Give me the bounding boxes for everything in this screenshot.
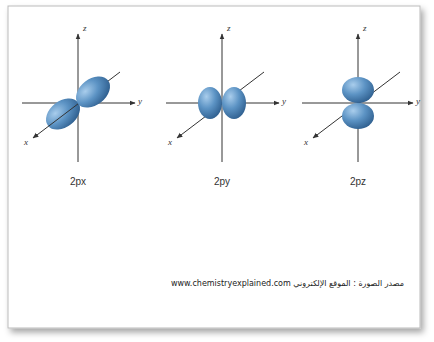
orbital-name: 2pz xyxy=(350,176,366,187)
py-panel xyxy=(166,34,279,162)
pz-panel xyxy=(302,34,413,162)
axis-label: y xyxy=(416,97,420,107)
image-source-caption: مصدر الصورة : الموقع الإلكتروني www.chem… xyxy=(171,280,404,289)
axis-label: z xyxy=(83,24,87,34)
px-panel xyxy=(22,34,135,162)
orbital-name: 2py xyxy=(214,176,230,187)
axis-label: z xyxy=(227,24,231,34)
axis-label: z xyxy=(363,24,367,34)
axis-label: x xyxy=(168,138,172,148)
axis-label: x xyxy=(24,138,28,148)
orbital-lobe xyxy=(70,70,116,114)
axis-label: x xyxy=(304,138,308,148)
orbital-lobe xyxy=(222,87,246,119)
orbital-lobe xyxy=(342,77,374,103)
orbital-lobe xyxy=(342,103,374,129)
orbital-lobe xyxy=(198,87,222,119)
axis-label: y xyxy=(282,97,286,107)
orbital-name: 2px xyxy=(70,176,86,187)
picture-frame xyxy=(8,6,420,328)
axis-label: y xyxy=(138,97,142,107)
